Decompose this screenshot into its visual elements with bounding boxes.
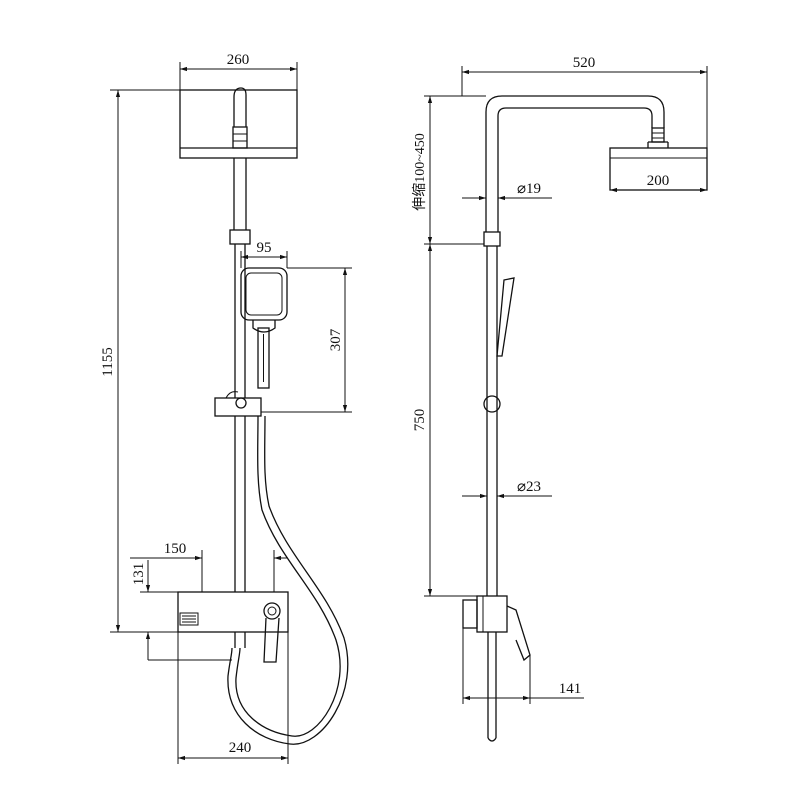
dim-mixer-width: 240: [177, 632, 289, 764]
dim-total-height-label: 1155: [100, 347, 116, 376]
dim-mixer-width-label: 240: [229, 740, 252, 756]
slide-bracket: [214, 391, 262, 417]
dim-arm-reach-label: 520: [573, 55, 596, 71]
dim-rail-height: 750: [412, 243, 484, 597]
dim-mixer-spacing: 150: [130, 541, 288, 592]
dim-handheld-height: 307: [261, 267, 352, 413]
dim-rail-height-label: 750: [412, 409, 428, 432]
side-overhead-arm: [485, 95, 665, 232]
dim-head-size-label: 200: [647, 173, 670, 189]
dim-head-width: 260: [179, 52, 298, 90]
dim-head-width-label: 260: [227, 52, 250, 68]
hand-shower: [240, 267, 288, 389]
front-view: 260 1155 95 307 150: [100, 52, 352, 764]
shower-hose: [227, 415, 349, 745]
riser-pipe: [229, 158, 251, 648]
dim-mixer-depth-label: 141: [559, 681, 582, 697]
dim-mixer-spacing-label: 150: [164, 541, 187, 557]
dim-lower-pipe-dia: ⌀23: [462, 479, 552, 499]
dim-handheld-width: 95: [240, 240, 288, 268]
dim-upper-pipe-dia-label: ⌀19: [517, 181, 541, 197]
dim-lower-pipe-dia-label: ⌀23: [517, 479, 541, 495]
dim-extension-range-label: 伸缩100~450: [412, 133, 428, 211]
dim-mixer-height: 131: [131, 560, 232, 661]
side-hand-shower: [496, 277, 515, 357]
side-collar: [483, 231, 501, 247]
dim-handheld-width-label: 95: [257, 240, 272, 256]
dim-mixer-height-label: 131: [131, 563, 147, 586]
side-rail: [483, 246, 501, 596]
dim-head-size: 200: [610, 173, 707, 193]
dim-arm-reach: 520: [461, 55, 708, 148]
side-view: 520 200 伸缩100~450 ⌀19 750: [412, 55, 708, 742]
side-mixer: [462, 595, 531, 742]
mixer-valve: [177, 591, 289, 663]
dim-extension-range: 伸缩100~450: [412, 95, 486, 245]
dim-mixer-depth: 141: [462, 628, 584, 704]
rain-shower-head: [179, 87, 298, 159]
dim-upper-pipe-dia: ⌀19: [462, 181, 552, 201]
dim-handheld-height-label: 307: [328, 328, 344, 351]
